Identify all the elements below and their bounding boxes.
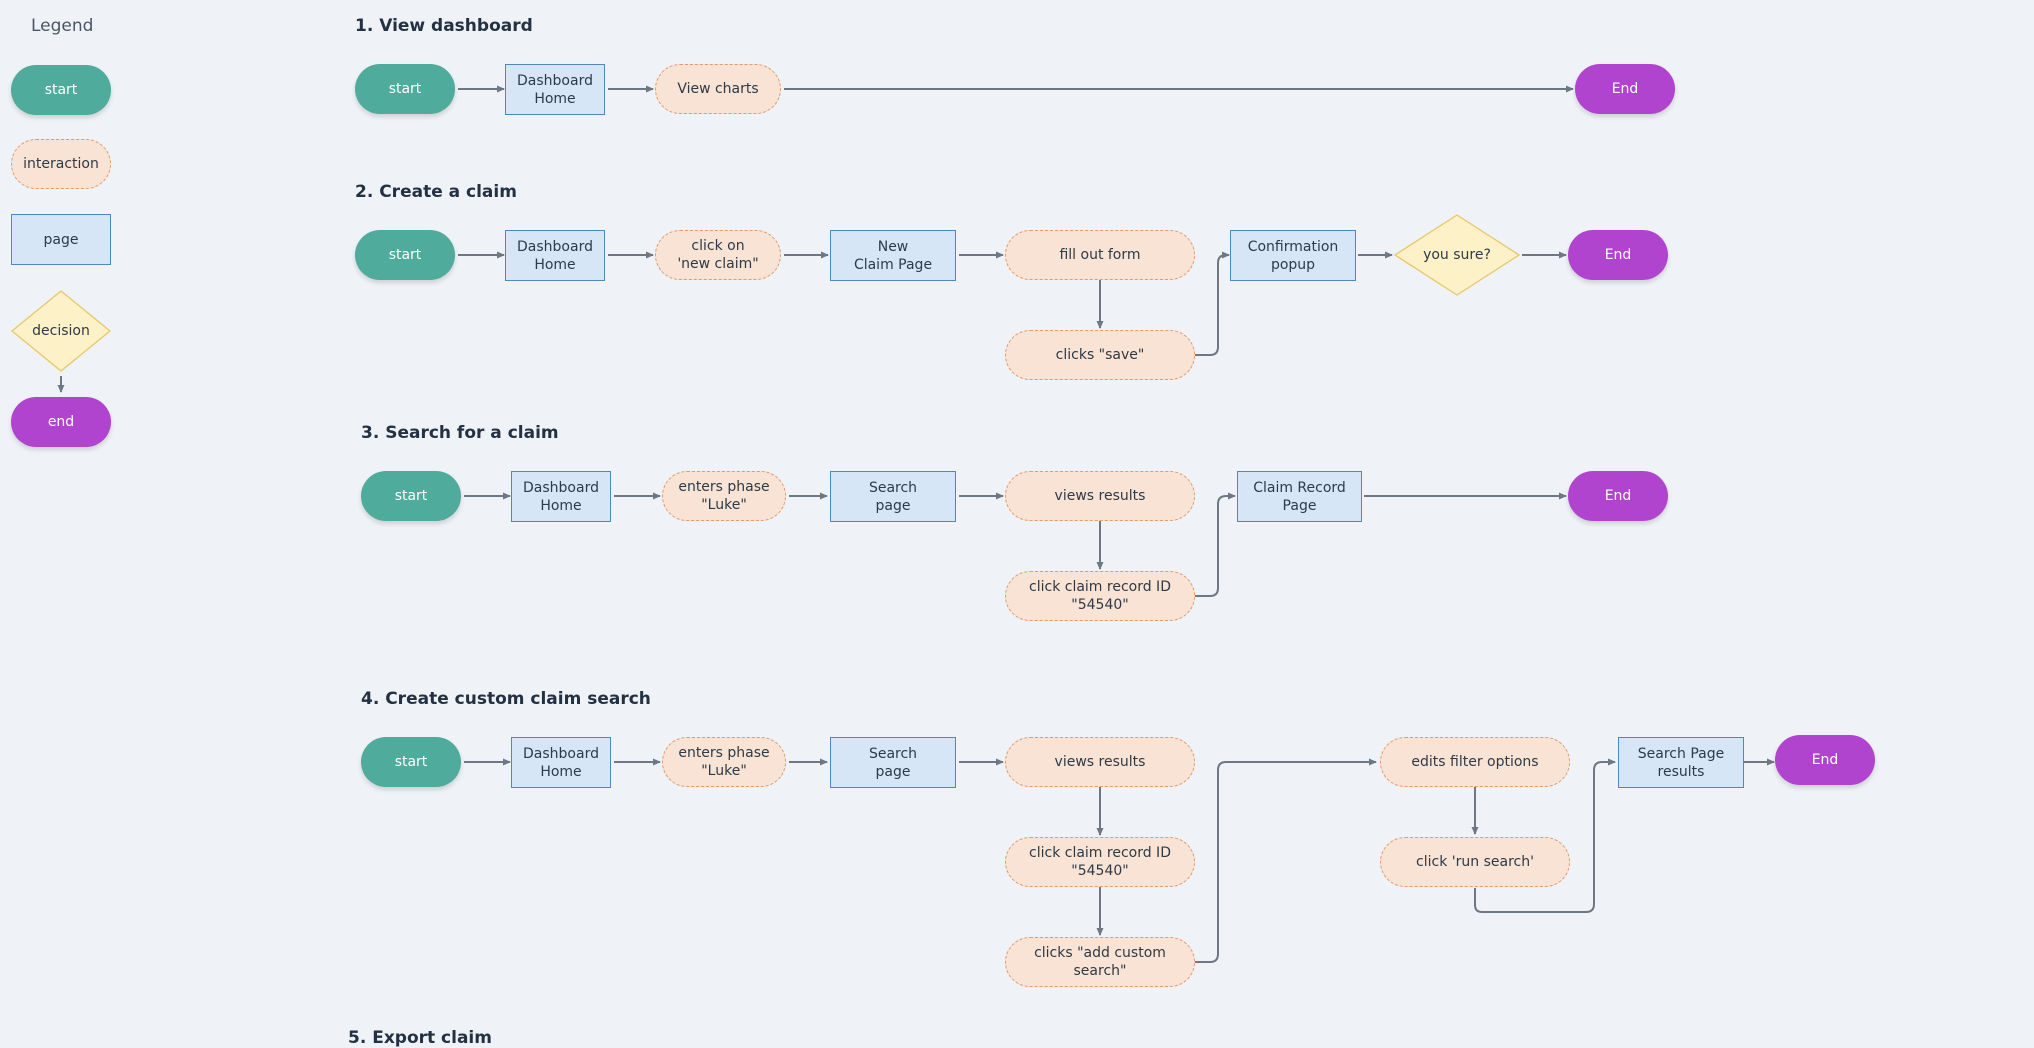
f3-start-node: start xyxy=(361,471,461,521)
f1-end-node: End xyxy=(1575,64,1675,114)
f2-arrow xyxy=(1195,251,1230,356)
f4-end-node: End xyxy=(1775,735,1875,785)
f2-you-sure-decision: you sure? xyxy=(1393,214,1521,296)
f4-start-node: start xyxy=(361,737,461,787)
f3-search-page: Search page xyxy=(830,471,956,522)
f1-dashboard-home-page: Dashboard Home xyxy=(505,64,605,115)
legend-title: Legend xyxy=(31,16,94,36)
legend-interaction-node: interaction xyxy=(11,139,111,189)
f4-arrow xyxy=(1195,758,1377,963)
diamond-shape xyxy=(1393,214,1521,296)
f2-start-node: start xyxy=(355,230,455,280)
f4-edits-filter-interaction: edits filter options xyxy=(1380,737,1570,787)
f3-end-node: End xyxy=(1568,471,1668,521)
f2-dashboard-home-page: Dashboard Home xyxy=(505,230,605,281)
f2-new-claim-page: New Claim Page xyxy=(830,230,956,281)
flow-5-title: 5. Export claim xyxy=(348,1028,492,1048)
f2-fill-out-form-interaction: fill out form xyxy=(1005,230,1195,280)
f2-decision-label: you sure? xyxy=(1423,247,1491,263)
f3-views-results-interaction: views results xyxy=(1005,471,1195,521)
f3-dashboard-home-page: Dashboard Home xyxy=(511,471,611,522)
f4-add-custom-search-interaction: clicks "add custom search" xyxy=(1005,937,1195,987)
f4-arrow xyxy=(1474,758,1616,913)
legend-decision-node: decision xyxy=(10,290,112,372)
f4-enters-phase-interaction: enters phase "Luke" xyxy=(662,737,786,787)
f2-click-new-claim-interaction: click on 'new claim" xyxy=(655,230,781,280)
f3-click-claim-record-interaction: click claim record ID "54540" xyxy=(1005,571,1195,621)
legend-end-node: end xyxy=(11,397,111,447)
f3-claim-record-page: Claim Record Page xyxy=(1237,471,1362,522)
legend-decision-label: decision xyxy=(32,323,90,339)
diamond-shape xyxy=(10,290,112,372)
f4-search-page-results-page: Search Page results xyxy=(1618,737,1744,788)
flow-1-title: 1. View dashboard xyxy=(355,16,533,36)
f2-clicks-save-interaction: clicks "save" xyxy=(1005,330,1195,380)
f4-click-claim-record-interaction: click claim record ID "54540" xyxy=(1005,837,1195,887)
f4-run-search-interaction: click 'run search' xyxy=(1380,837,1570,887)
legend-start-node: start xyxy=(11,65,111,115)
f1-start-node: start xyxy=(355,64,455,114)
flow-4-title: 4. Create custom claim search xyxy=(361,689,651,709)
f4-search-page: Search page xyxy=(830,737,956,788)
flow-2-title: 2. Create a claim xyxy=(355,182,517,202)
f1-view-charts-interaction: View charts xyxy=(655,64,781,114)
f2-end-node: End xyxy=(1568,230,1668,280)
f4-dashboard-home-page: Dashboard Home xyxy=(511,737,611,788)
f3-enters-phase-interaction: enters phase "Luke" xyxy=(662,471,786,521)
legend-page-node: page xyxy=(11,214,111,265)
flow-5-title-clip: 5. Export claim xyxy=(348,1028,492,1048)
flow-3-title: 3. Search for a claim xyxy=(361,423,559,443)
f2-confirmation-popup-page: Confirmation popup xyxy=(1230,230,1356,281)
f3-arrow xyxy=(1195,492,1236,597)
f4-views-results-interaction: views results xyxy=(1005,737,1195,787)
